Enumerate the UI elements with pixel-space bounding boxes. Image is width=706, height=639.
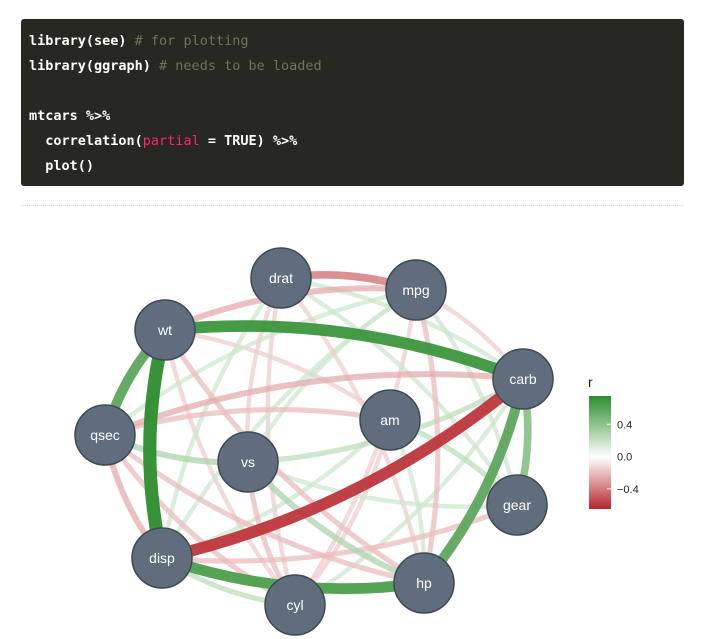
edge-layer: [100, 271, 532, 608]
node-circle: [250, 247, 312, 309]
code-token: = TRUE) %>%: [199, 133, 298, 149]
node-label: drat: [269, 270, 293, 286]
node-label: cyl: [286, 597, 303, 613]
code-token: plot(): [29, 158, 95, 174]
node-circle: [486, 474, 548, 536]
node-qsec: qsec: [74, 404, 136, 466]
code-token: # for plotting: [126, 33, 249, 49]
node-am: am: [359, 389, 421, 451]
node-label: qsec: [90, 427, 120, 443]
code-block: library(see) # for plotting library(ggra…: [21, 19, 684, 186]
node-vs: vs: [217, 431, 279, 493]
node-label: am: [380, 412, 399, 428]
node-circle: [264, 574, 326, 636]
code-token: correlation(: [29, 133, 143, 149]
edge-wt-hp: [162, 328, 426, 586]
edge-qsec-am: [104, 406, 391, 438]
code-line-2: library(ggraph) # needs to be loaded: [29, 54, 676, 79]
legend-tick-label: 0.4: [617, 419, 632, 431]
node-label: wt: [157, 322, 172, 338]
color-legend: r 0.4 0.0 −0.4: [588, 374, 639, 509]
node-label: hp: [416, 575, 432, 591]
code-token: # needs to be loaded: [150, 58, 322, 74]
node-drat: drat: [250, 247, 312, 309]
code-line-6: plot(): [29, 154, 676, 179]
node-mpg: mpg: [385, 259, 447, 321]
legend-title: r: [588, 374, 593, 390]
code-line-5: correlation(partial = TRUE) %>%: [29, 129, 676, 154]
code-line-1: library(see) # for plotting: [29, 29, 676, 54]
node-carb: carb: [492, 348, 554, 410]
node-label: mpg: [402, 282, 429, 298]
node-circle: [385, 259, 447, 321]
node-wt: wt: [134, 299, 196, 361]
node-circle: [492, 348, 554, 410]
edge-mpg-cyl: [293, 289, 419, 607]
node-cyl: cyl: [264, 574, 326, 636]
code-line-4: mtcars %>%: [29, 104, 676, 129]
node-circle: [134, 299, 196, 361]
edge-qsec-carb: [103, 371, 524, 438]
legend-tick-label: 0.0: [617, 452, 632, 464]
code-token: library(ggraph): [29, 58, 151, 74]
edge-wt-cyl: [162, 329, 297, 607]
node-label: carb: [509, 371, 536, 387]
node-circle: [217, 431, 279, 493]
legend-colorbar: [589, 396, 611, 509]
node-disp: disp: [131, 527, 193, 589]
node-circle: [393, 552, 455, 614]
divider: [21, 205, 684, 206]
code-token: mtcars %>%: [29, 108, 111, 124]
edge-wt-carb: [164, 320, 526, 385]
node-layer: drat mpg wt carb qsec am vs gear disp hp cyl: [74, 247, 554, 636]
node-label: disp: [149, 550, 175, 566]
legend-tick-label: −0.4: [617, 484, 639, 496]
node-gear: gear: [486, 474, 548, 536]
edge-disp-carb: [160, 374, 527, 564]
node-circle: [74, 404, 136, 466]
edge-disp-drat: [159, 276, 283, 559]
node-hp: hp: [393, 552, 455, 614]
node-label: gear: [503, 497, 531, 513]
node-circle: [131, 527, 193, 589]
code-token: library(see): [29, 33, 127, 49]
edge-wt-disp: [143, 328, 172, 560]
code-token: partial: [142, 133, 200, 149]
edge-wt-am: [164, 327, 392, 422]
node-circle: [359, 389, 421, 451]
node-label: vs: [241, 454, 255, 470]
